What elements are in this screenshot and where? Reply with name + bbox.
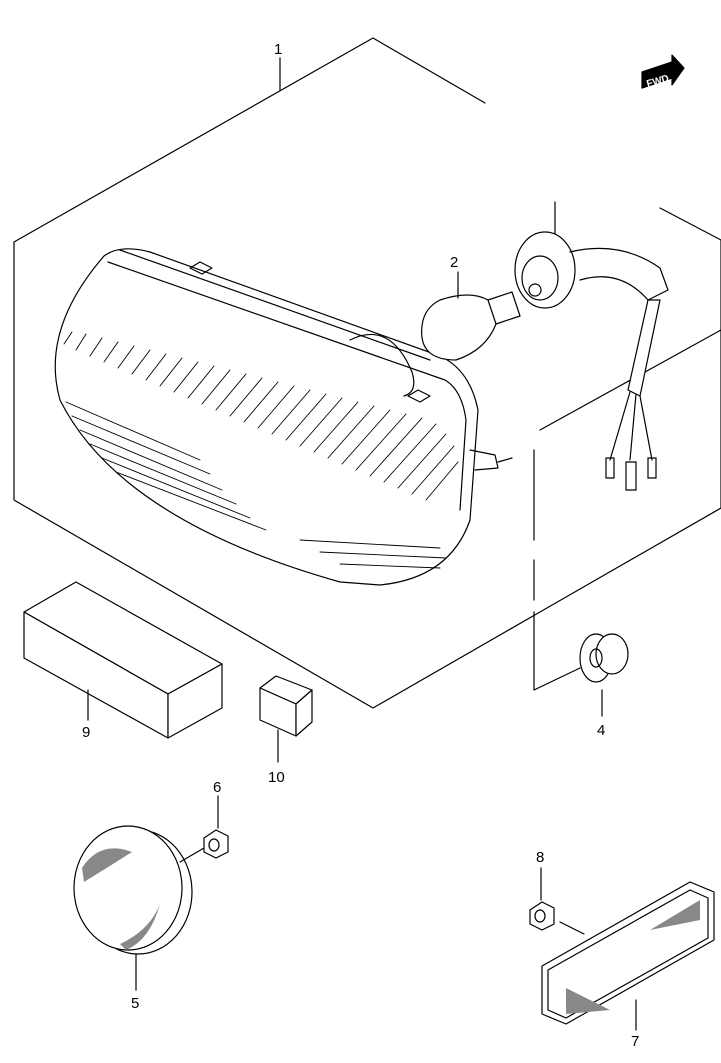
callout-1: 1 bbox=[274, 41, 282, 58]
round-reflector-icon bbox=[73, 825, 205, 991]
callout-6: 6 bbox=[213, 779, 221, 796]
nut-icon bbox=[203, 795, 229, 859]
callout-9: 9 bbox=[82, 724, 90, 741]
cushion-icon bbox=[259, 675, 313, 763]
callout-10: 10 bbox=[268, 769, 285, 786]
fwd-arrow-icon: FWD bbox=[641, 54, 685, 90]
callout-5: 5 bbox=[131, 995, 139, 1012]
callout-2: 2 bbox=[450, 254, 458, 271]
sponge-block-icon bbox=[23, 581, 223, 739]
rectangular-reflector-icon bbox=[541, 881, 715, 1031]
callout-8: 8 bbox=[536, 849, 544, 866]
callout-7: 7 bbox=[631, 1033, 639, 1050]
tail-light-assembly-icon bbox=[54, 248, 513, 586]
socket-harness-icon bbox=[514, 201, 669, 691]
callout-4: 4 bbox=[597, 722, 605, 739]
bulb-icon bbox=[421, 271, 521, 361]
nut-icon bbox=[529, 867, 585, 935]
grommet-icon bbox=[579, 633, 629, 717]
